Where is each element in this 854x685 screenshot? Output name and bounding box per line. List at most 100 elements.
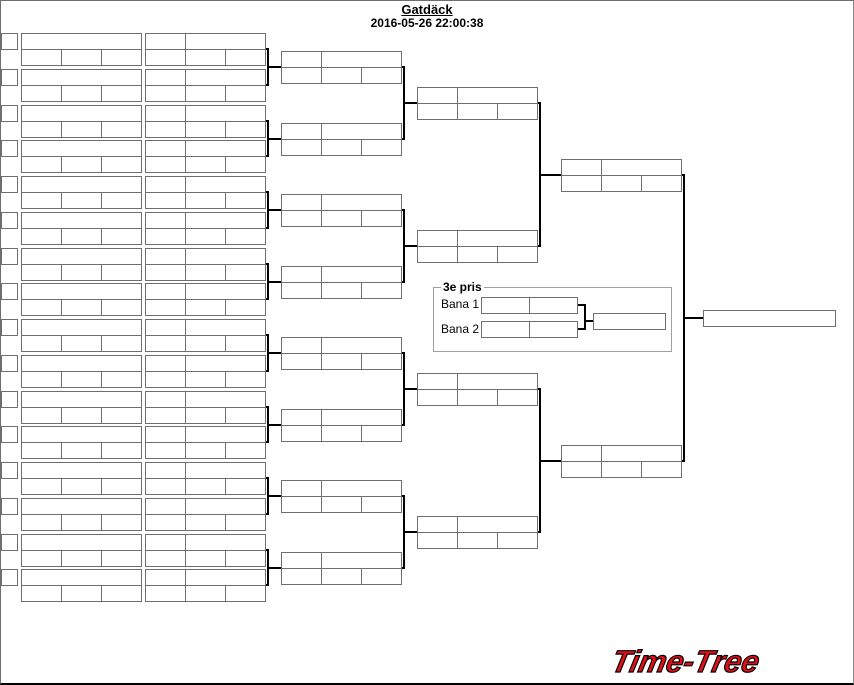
entry-time[interactable] [225,407,266,424]
driver-info[interactable] [101,192,142,209]
driver-info[interactable] [101,478,142,495]
entry-time[interactable] [185,335,226,352]
driver-info[interactable] [21,550,62,567]
round2-match-time[interactable] [281,210,322,227]
driver-info[interactable] [101,442,142,459]
driver-info[interactable] [61,550,102,567]
round2-match-time[interactable] [361,67,402,84]
driver-name[interactable] [21,319,142,336]
entry-checkbox[interactable] [1,69,18,86]
entry-time[interactable] [225,264,266,281]
entry-time[interactable] [145,49,186,66]
entry-name[interactable] [185,498,266,515]
driver-info[interactable] [61,478,102,495]
driver-info[interactable] [101,121,142,138]
entry-time[interactable] [145,121,186,138]
entry-name[interactable] [185,534,266,551]
entry-time[interactable] [145,371,186,388]
round2-match-lane[interactable] [281,51,322,68]
round3-match-time[interactable] [417,389,458,406]
entry-lane[interactable] [145,212,186,229]
entry-name[interactable] [185,462,266,479]
entry-checkbox[interactable] [1,391,18,408]
round2-match-time[interactable] [361,353,402,370]
round3-match-name[interactable] [457,516,538,533]
entry-lane[interactable] [145,176,186,193]
entry-lane[interactable] [145,283,186,300]
driver-info[interactable] [61,85,102,102]
round2-match-time[interactable] [361,496,402,513]
driver-info[interactable] [21,514,62,531]
entry-name[interactable] [185,69,266,86]
driver-info[interactable] [61,442,102,459]
round2-match-time[interactable] [361,282,402,299]
entry-name[interactable] [185,140,266,157]
round2-match-lane[interactable] [281,480,322,497]
driver-info[interactable] [101,156,142,173]
driver-info[interactable] [21,299,62,316]
entry-checkbox[interactable] [1,248,18,265]
entry-name[interactable] [185,248,266,265]
entry-time[interactable] [225,585,266,602]
driver-name[interactable] [21,248,142,265]
entry-time[interactable] [185,478,226,495]
round4-match-time[interactable] [601,461,642,478]
entry-checkbox[interactable] [1,105,18,122]
driver-info[interactable] [61,228,102,245]
round2-match-time[interactable] [321,282,362,299]
entry-checkbox[interactable] [1,176,18,193]
driver-info[interactable] [61,264,102,281]
entry-time[interactable] [185,85,226,102]
driver-name[interactable] [21,69,142,86]
round2-match-time[interactable] [281,282,322,299]
round2-match-time[interactable] [321,139,362,156]
round2-match-name[interactable] [321,123,402,140]
driver-info[interactable] [61,514,102,531]
entry-checkbox[interactable] [1,140,18,157]
entry-time[interactable] [225,228,266,245]
entry-time[interactable] [225,550,266,567]
round3-match-time[interactable] [497,246,538,263]
entry-checkbox[interactable] [1,534,18,551]
round2-match-name[interactable] [321,480,402,497]
winner-box[interactable] [703,310,836,327]
driver-info[interactable] [21,335,62,352]
entry-lane[interactable] [145,319,186,336]
round4-match-lane[interactable] [561,159,602,176]
round2-match-lane[interactable] [281,552,322,569]
entry-time[interactable] [225,299,266,316]
round2-match-time[interactable] [321,425,362,442]
driver-name[interactable] [21,176,142,193]
driver-info[interactable] [61,156,102,173]
driver-name[interactable] [21,534,142,551]
entry-lane[interactable] [145,391,186,408]
round3-match-name[interactable] [457,373,538,390]
driver-info[interactable] [21,85,62,102]
entry-time[interactable] [145,228,186,245]
entry-time[interactable] [185,228,226,245]
entry-time[interactable] [225,442,266,459]
round3-match-time[interactable] [457,103,498,120]
entry-time[interactable] [225,335,266,352]
driver-name[interactable] [21,140,142,157]
entry-time[interactable] [145,514,186,531]
round3-match-lane[interactable] [417,87,458,104]
entry-time[interactable] [185,407,226,424]
round3-match-time[interactable] [417,103,458,120]
round2-match-time[interactable] [281,496,322,513]
entry-name[interactable] [185,569,266,586]
entry-name[interactable] [185,105,266,122]
round2-match-time[interactable] [361,210,402,227]
round2-match-lane[interactable] [281,337,322,354]
entry-time[interactable] [225,514,266,531]
round2-match-lane[interactable] [281,123,322,140]
entry-checkbox[interactable] [1,283,18,300]
driver-info[interactable] [61,335,102,352]
round3-match-time[interactable] [417,532,458,549]
driver-name[interactable] [21,212,142,229]
entry-time[interactable] [185,192,226,209]
round4-match-name[interactable] [601,445,682,462]
entry-name[interactable] [185,355,266,372]
entry-checkbox[interactable] [1,33,18,50]
entry-lane[interactable] [145,140,186,157]
